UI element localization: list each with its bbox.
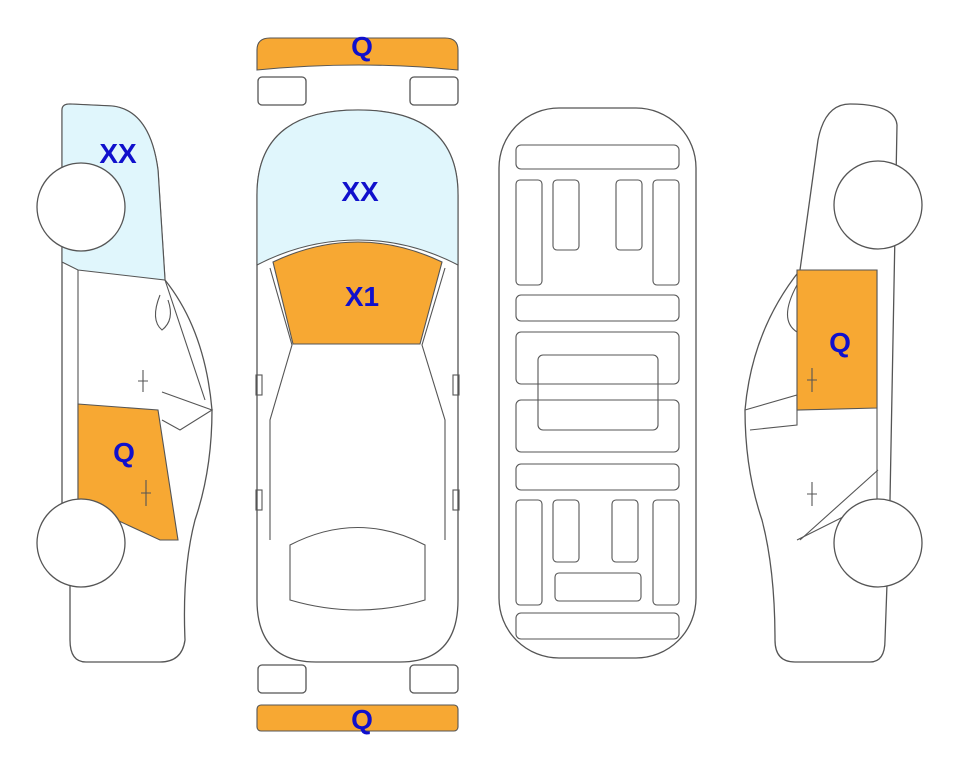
underside-outline	[498, 107, 697, 659]
rear-light-right	[409, 664, 459, 694]
underside-view	[498, 107, 697, 659]
rear-light-left	[257, 664, 307, 694]
front-light-right	[409, 76, 459, 106]
rear-bumper-shape	[256, 704, 459, 732]
right-side-view	[744, 103, 923, 663]
left-side-view	[36, 103, 214, 663]
left-windshield-label: XX	[99, 138, 137, 169]
right-door-panel	[796, 269, 878, 411]
front-light-left	[257, 76, 307, 106]
hood-panel	[272, 241, 443, 345]
top-view	[255, 37, 460, 732]
left-rear-wheel	[36, 498, 126, 588]
left-front-wheel	[36, 162, 126, 252]
rear-bumper-label: Q	[351, 704, 373, 735]
hood-label: X1	[345, 281, 379, 312]
left-door-label: Q	[113, 437, 135, 468]
right-door-label: Q	[829, 327, 851, 358]
windshield-glass	[256, 109, 459, 266]
windshield-label: XX	[341, 176, 379, 207]
right-front-wheel	[833, 160, 923, 250]
front-bumper-label: Q	[351, 31, 373, 62]
right-rear-wheel	[833, 498, 923, 588]
front-bumper-shape	[256, 37, 459, 71]
